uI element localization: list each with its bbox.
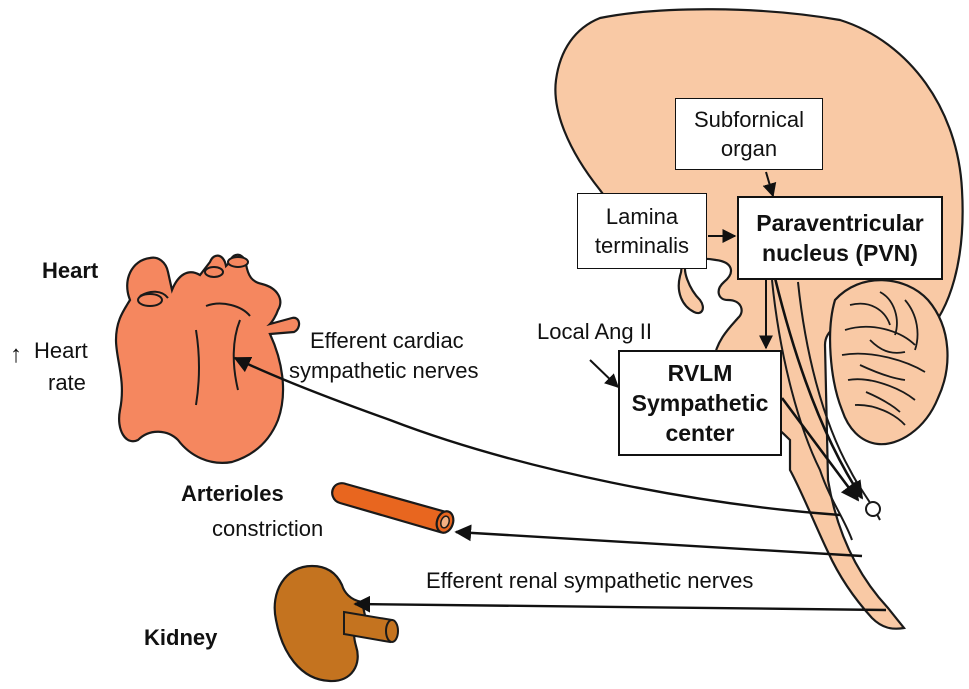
kidney-label: Kidney bbox=[144, 623, 217, 652]
kidney-illustration bbox=[275, 566, 398, 681]
rvlm-line1: RVLM bbox=[668, 358, 733, 388]
cardiac-nerves-label-line1: Efferent cardiac bbox=[310, 326, 464, 355]
heart-rate-label-line1: Heart bbox=[34, 336, 88, 365]
heart-label: Heart bbox=[42, 256, 98, 285]
lamina-terminalis-box: Lamina terminalis bbox=[577, 193, 707, 269]
arterioles-label: Arterioles bbox=[181, 479, 284, 508]
cardiac-nerves-label-line2: sympathetic nerves bbox=[289, 356, 479, 385]
renal-nerves-label: Efferent renal sympathetic nerves bbox=[426, 566, 753, 595]
arrow-to-kidney bbox=[355, 604, 886, 610]
rvlm-box: RVLM Sympathetic center bbox=[618, 350, 782, 456]
local-ang-label: Local Ang II bbox=[537, 317, 652, 346]
pvn-line2: nucleus (PVN) bbox=[762, 238, 918, 268]
pvn-box: Paraventricular nucleus (PVN) bbox=[737, 196, 943, 280]
heart-rate-label-line2: rate bbox=[48, 368, 86, 397]
pvn-line1: Paraventricular bbox=[756, 208, 923, 238]
subfornical-line1: Subfornical bbox=[694, 105, 804, 134]
cerebellum bbox=[830, 280, 947, 444]
arrow-local-ang-to-rvlm bbox=[590, 360, 618, 387]
heart-rate-up-arrow: ↑ bbox=[10, 340, 22, 369]
brainstem-circle bbox=[866, 502, 880, 516]
rvlm-line2: Sympathetic bbox=[632, 388, 769, 418]
constriction-label: constriction bbox=[212, 514, 323, 543]
arrow-to-arterioles bbox=[456, 532, 862, 556]
subfornical-organ-box: Subfornical organ bbox=[675, 98, 823, 170]
subfornical-line2: organ bbox=[721, 134, 777, 163]
lamina-line1: Lamina bbox=[606, 202, 678, 231]
arteriole-illustration bbox=[332, 483, 456, 535]
rvlm-line3: center bbox=[665, 418, 734, 448]
lamina-line2: terminalis bbox=[595, 231, 689, 260]
heart-illustration bbox=[116, 255, 299, 463]
